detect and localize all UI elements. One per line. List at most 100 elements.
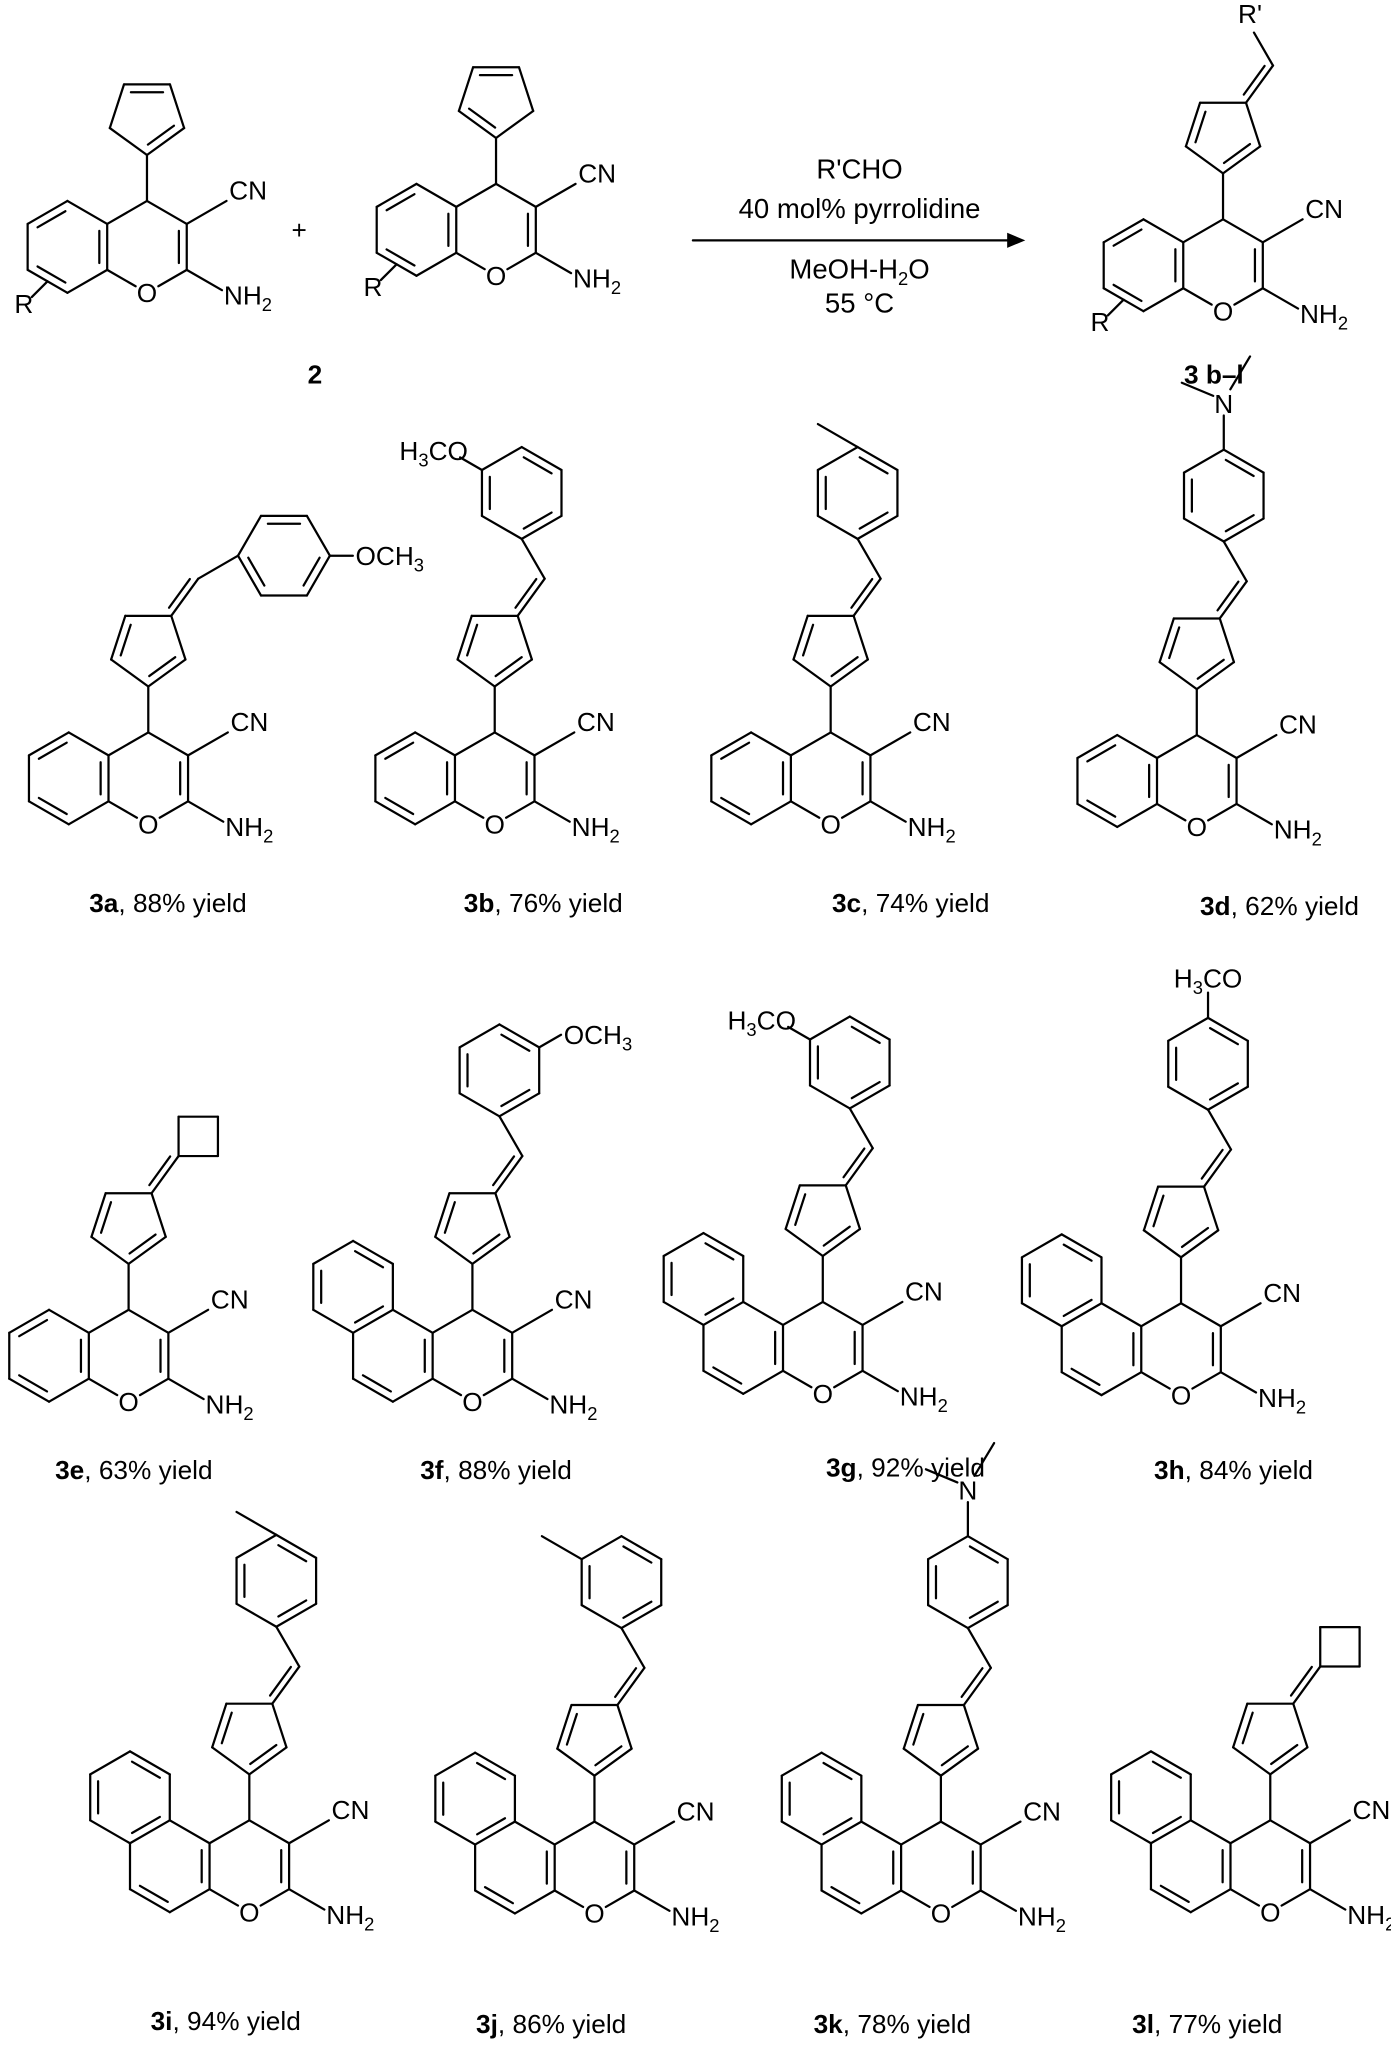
ring-bond: [391, 1377, 434, 1403]
amino-label-part: 2: [938, 1395, 948, 1416]
exocyclic-double-bond: [1289, 1665, 1313, 1697]
ring-oxygen-label-part: O: [138, 809, 158, 839]
ring-bond: [67, 800, 110, 826]
cyano-label: CN: [913, 707, 951, 737]
ring-bond: [1142, 1229, 1183, 1259]
methyl-bond: [924, 1468, 959, 1484]
bond: [869, 731, 912, 757]
double-bond: [858, 456, 889, 475]
bond: [951, 1889, 982, 1909]
amino-label: NH2: [326, 1900, 374, 1935]
compound-yield-label: 3f, 88% yield: [420, 1455, 572, 1485]
double-bond: [1196, 658, 1225, 680]
double-bond: [443, 1201, 456, 1234]
bond: [1221, 218, 1264, 244]
bond: [185, 199, 228, 226]
bond: [1140, 1371, 1171, 1390]
ring-bond: [620, 1535, 663, 1561]
double-bond: [277, 1599, 308, 1618]
ring-bond: [848, 1084, 891, 1110]
ring-bond: [702, 1300, 745, 1327]
methoxy-label-part: CO: [757, 1006, 796, 1036]
ring-bond: [480, 445, 523, 472]
double-bond: [36, 210, 67, 229]
bond: [821, 1300, 864, 1327]
ring-bond: [374, 731, 417, 757]
methoxy-label: H3CO: [399, 436, 468, 471]
bond: [533, 800, 571, 823]
double-bond: [822, 1761, 853, 1781]
temperature-label: 55 °C: [825, 288, 894, 319]
bond: [186, 800, 225, 823]
ring-oxygen-label-part: O: [931, 1899, 951, 1929]
bond: [434, 1751, 477, 1777]
arrow-head: [1007, 232, 1026, 248]
ring-bond: [305, 554, 331, 597]
ring-bond: [275, 1533, 318, 1559]
double-bond: [220, 1711, 233, 1745]
double-bond: [912, 1712, 925, 1746]
double-bond: [130, 1815, 161, 1835]
amino-label: NH2: [900, 1382, 948, 1417]
bond: [1020, 1233, 1063, 1259]
compound-yield-label-part: 3e: [55, 1455, 84, 1485]
solvent-part: O: [908, 253, 929, 284]
compound-yield-label-part: , 74% yield: [861, 888, 989, 918]
compound-yield-label: 3c, 74% yield: [832, 888, 990, 918]
exocyclic-double-bond: [492, 1155, 516, 1187]
ring-bond: [856, 514, 899, 541]
double-bond: [720, 741, 751, 760]
cyano-label-part: CN: [1023, 1796, 1061, 1826]
cyano-label-part: CN: [1352, 1795, 1390, 1825]
reagent-label: R'CHO: [816, 154, 902, 185]
double-bond: [622, 1600, 653, 1619]
double-bond: [1070, 1367, 1101, 1386]
bond: [520, 537, 546, 580]
ring-bond: [702, 1369, 745, 1395]
methoxy-label: OCH3: [355, 541, 424, 576]
solvent-subscript: 2: [898, 268, 908, 289]
ring-bond: [493, 658, 533, 688]
ring-bond: [434, 1235, 474, 1266]
double-bond: [146, 124, 176, 146]
amino-label-part: NH: [326, 1900, 364, 1930]
ring-oxygen-label-part: O: [1187, 812, 1207, 842]
ring-bond: [1076, 802, 1119, 829]
double-bond: [1062, 1243, 1093, 1262]
exocyclic-double-bond: [150, 1154, 180, 1195]
ring-bond: [498, 1092, 541, 1118]
amino-label: NH2: [671, 1901, 719, 1936]
double-bond: [1194, 110, 1207, 144]
compound-yield-label-part: 3b: [464, 888, 495, 918]
amino-label-part: 2: [1296, 1396, 1306, 1417]
dimethylamino-label-part: N: [1214, 389, 1233, 419]
double-bond: [385, 248, 416, 267]
ring-oxygen-label-part: O: [485, 809, 505, 839]
exocyclic-double-bond: [271, 1665, 301, 1705]
bond: [533, 731, 576, 757]
ring-bond: [147, 658, 187, 688]
ring-bond: [1269, 1746, 1309, 1776]
bond: [1155, 733, 1198, 760]
ring-bond: [305, 514, 331, 557]
double-bond: [384, 796, 415, 816]
amino-label: NH2: [1258, 1383, 1306, 1418]
amino-label-part: 2: [1338, 313, 1348, 334]
double-bond: [1112, 283, 1143, 303]
bond: [1140, 1302, 1183, 1328]
bond: [351, 1239, 394, 1266]
bond: [248, 1819, 291, 1845]
amino-label-part: NH: [573, 264, 611, 294]
double-bond: [594, 1745, 623, 1767]
ring-bond: [211, 1746, 251, 1776]
bond: [1020, 1302, 1063, 1328]
ring-bond: [1231, 1746, 1272, 1776]
cyano-label: CN: [905, 1277, 943, 1307]
ring-bond: [939, 1747, 980, 1777]
double-bond: [802, 623, 815, 657]
compound-yield-label-part: 3f: [420, 1455, 444, 1485]
double-bond: [385, 193, 416, 212]
ring-bond: [275, 1602, 318, 1628]
r-prime-label: R': [1238, 0, 1262, 29]
exocyclic-double-bond: [1242, 64, 1266, 96]
